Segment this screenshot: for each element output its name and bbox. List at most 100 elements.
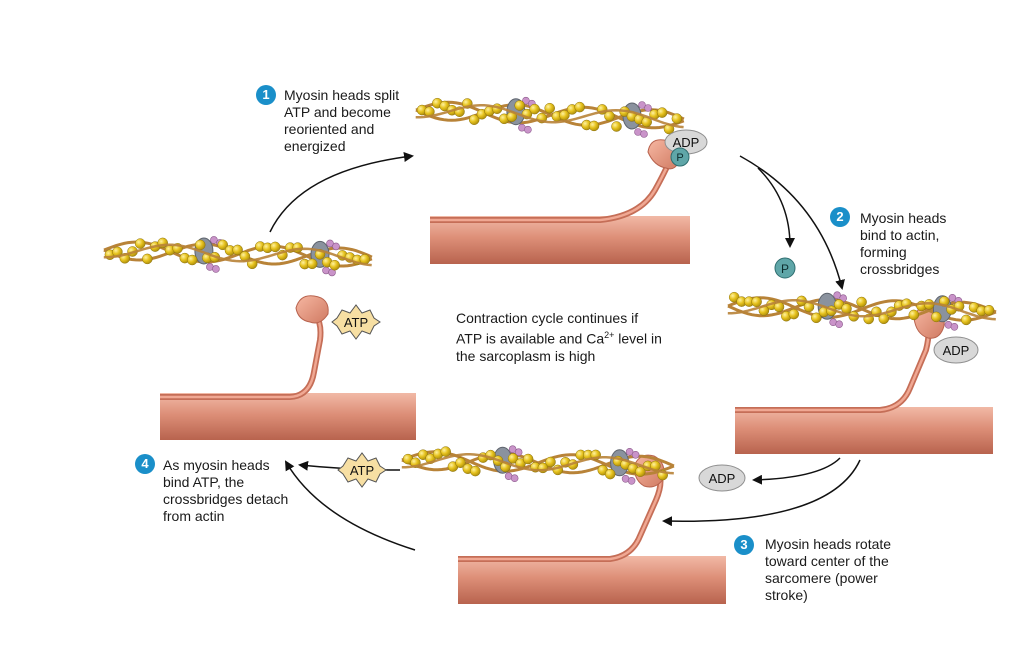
actin-bead [186,254,198,266]
step-4-text: As myosin heads bind ATP, the crossbridg… [163,457,288,525]
thin-filament-bottom [401,445,675,485]
actin-bead [522,453,534,465]
actin-bead [671,113,683,124]
center-note-line: the sarcoplasm is high [456,347,596,364]
step-4-badge: 4 [135,454,155,474]
step-1-line: Myosin heads split [284,87,400,103]
regulatory-bead [514,448,523,457]
regulatory-bead [835,320,843,329]
actin-bead [788,308,800,320]
actin-bead [545,456,556,468]
atp-bottom-label: ATP [350,463,374,478]
thick-filament-top [430,216,690,264]
step-3-line: sarcomere (power [765,570,878,586]
step-1-text: Myosin heads split ATP and become reorie… [284,87,399,155]
step-4-line: bind ATP, the [163,474,245,490]
step-1-line: ATP and become [284,104,391,120]
actin-bead [544,102,555,114]
step-4-line: from actin [163,508,225,524]
actin-bead [983,304,995,316]
actin-bead [194,239,206,251]
actin-bead [574,101,585,113]
myosin-head-top [430,139,681,223]
actin-bead [217,239,228,251]
arrow-left-to-top [269,152,414,233]
actin-bead [604,468,616,480]
actin-bead [656,107,668,118]
regulatory-bead [631,450,640,459]
regulatory-bead [508,445,517,454]
atp-left: ATP [331,304,381,340]
adp-right-label: ADP [943,343,970,358]
arrow-bottom-to-left [284,460,416,551]
regulatory-bead [644,104,652,112]
step-1-line: energized [284,138,346,154]
step-2-badge: 2 [830,207,850,227]
tropomyosin-strand [103,243,372,267]
adp-top: ADP [664,129,708,155]
actin-bead [514,100,525,111]
thick-filament-bottom [458,556,726,604]
actin-bead [232,244,243,256]
phosphate-top-label: P [676,152,683,164]
tropomyosin-strand [727,299,996,321]
actin-bead [588,120,600,132]
actin-bead [269,241,281,253]
actin-bead [134,238,146,249]
regulatory-bead [950,322,959,331]
atp-bottom: ATP [337,452,387,488]
actin-bead [455,457,466,468]
thin-filament-top [415,96,685,138]
regulatory-bead [948,293,957,302]
step-3-line: toward center of the [765,553,889,569]
step-1-badge: 1 [256,85,276,105]
actin-bead [611,121,622,132]
step-2-line: forming [860,244,907,260]
actin-bead [751,296,762,308]
actin-bead [960,314,972,326]
step-3-line: Myosin heads rotate [765,536,892,552]
actin-bead [440,446,451,457]
arrow-top-to-right [739,155,845,290]
actin-bead [529,103,540,115]
center-note-text: ATP is available and Ca [456,330,605,347]
atp-left-label: ATP [344,315,368,330]
regulatory-bead [640,130,648,138]
center-note-line: ATP is available and Ca2+ level in [456,327,662,348]
regulatory-bead [625,447,634,456]
step-2-text: Myosin heads bind to actin, forming cros… [860,210,946,278]
adp-top-label: ADP [673,135,700,150]
adp-released-label: ADP [709,471,736,486]
step-3-line: stroke) [765,587,808,603]
regulatory-bead [524,125,532,134]
center-note: Contraction cycle continues if ATP is av… [456,310,662,365]
step-3-badge: 3 [734,535,754,555]
regulatory-bead [212,265,220,273]
arrow-phosphate-release [757,167,795,248]
phosphate-top: P [670,147,690,167]
actin-bead [468,114,480,125]
actin-bead [635,466,646,477]
actin-bead [856,296,867,308]
thick-filament-right [735,407,993,454]
actin-bead [142,253,153,265]
actin-bead [811,312,822,324]
regulatory-bead [522,96,530,105]
actin-bead [470,465,481,477]
regulatory-bead [326,239,334,248]
adp-right: ADP [933,336,979,364]
arrow-adp-release [752,457,841,485]
thin-filament-left [103,236,373,277]
tropomyosin-strand [401,453,674,475]
adp-released: ADP [698,464,746,492]
regulatory-bead [332,242,340,251]
regulatory-bead [510,474,519,483]
actin-bead [507,453,519,464]
tropomyosin-strand [415,104,684,129]
step-2-line: Myosin heads [860,210,947,226]
thin-filament-right [727,291,997,331]
tropomyosin-strand [727,296,997,322]
actin-bead [604,110,615,122]
actin-bead [329,259,340,271]
